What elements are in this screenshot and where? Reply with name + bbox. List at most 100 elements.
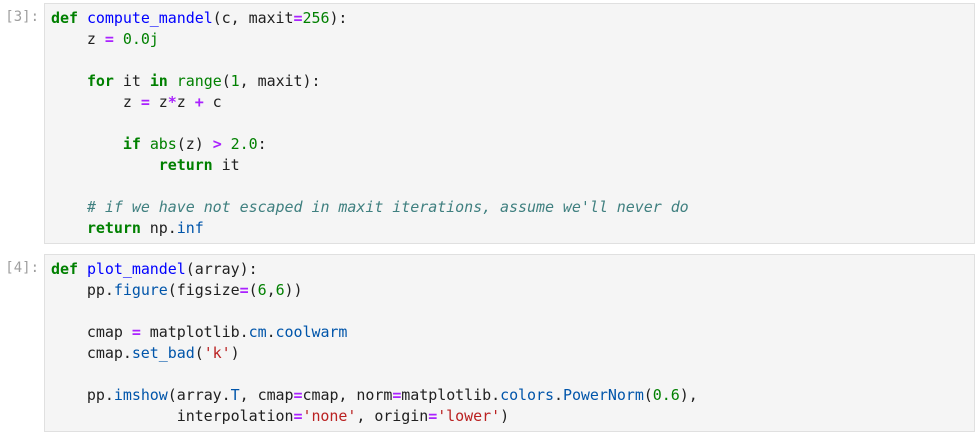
code-text-token bbox=[114, 30, 123, 48]
code-text-token bbox=[141, 135, 150, 153]
code-text-token: . bbox=[553, 386, 563, 404]
code-text-token: ), bbox=[679, 386, 698, 404]
code-text-token: (array. bbox=[167, 386, 231, 404]
code-text-token: z bbox=[51, 30, 105, 48]
code-line: pp.imshow(array.T, cmap=cmap, norm=matpl… bbox=[51, 385, 974, 406]
code-line bbox=[51, 113, 974, 134]
keyword-token: def bbox=[51, 260, 78, 278]
code-line bbox=[51, 50, 974, 71]
execution-prompt: [4]: bbox=[5, 260, 39, 276]
code-text-token: , maxit): bbox=[239, 72, 321, 90]
keyword-token: if bbox=[122, 135, 141, 153]
number-token: 256 bbox=[302, 9, 330, 27]
code-text-token: (z) bbox=[176, 135, 213, 153]
code-text-token: , origin bbox=[356, 407, 429, 425]
number-token: 0.6 bbox=[652, 386, 680, 404]
keyword-token: def bbox=[51, 9, 78, 27]
keyword-token: return bbox=[158, 156, 213, 174]
code-line: z = 0.0j bbox=[51, 29, 974, 50]
number-token: 6 bbox=[275, 281, 285, 299]
code-text-token: )) bbox=[284, 281, 303, 299]
code-text-token: ) bbox=[500, 407, 510, 425]
operator-token: = bbox=[293, 407, 303, 425]
operator-token: = bbox=[428, 407, 438, 425]
code-text-token: z bbox=[176, 93, 195, 111]
code-text-token: (figsize bbox=[167, 281, 240, 299]
code-text-token: cmap. bbox=[51, 344, 132, 362]
code-line: cmap.set_bad('k') bbox=[51, 343, 974, 364]
operator-token: > bbox=[212, 135, 222, 153]
code-editor[interactable]: def plot_mandel(array): pp.figure(figsiz… bbox=[44, 254, 975, 432]
code-text-token bbox=[51, 156, 159, 174]
code-text-token: ( bbox=[194, 344, 204, 362]
operator-token: = bbox=[140, 93, 150, 111]
code-line: z = z*z + c bbox=[51, 92, 974, 113]
builtin-token: range bbox=[176, 72, 222, 90]
code-line bbox=[51, 176, 974, 197]
attribute-token: coolwarm bbox=[275, 323, 348, 341]
code-text-token bbox=[51, 72, 87, 90]
attribute-token: imshow bbox=[113, 386, 168, 404]
code-text-token bbox=[51, 219, 87, 237]
code-text-token bbox=[78, 9, 87, 27]
code-text-token: ( bbox=[643, 386, 653, 404]
attribute-token: set_bad bbox=[131, 344, 195, 362]
operator-token: = bbox=[104, 30, 114, 48]
number-token: 0.0j bbox=[122, 30, 159, 48]
code-text-token: matplotlib. bbox=[140, 323, 249, 341]
string-token: 'none' bbox=[302, 407, 357, 425]
code-text-token bbox=[51, 198, 87, 216]
code-line: if abs(z) > 2.0: bbox=[51, 134, 974, 155]
attribute-token: cm bbox=[248, 323, 267, 341]
code-line: # if we have not escaped in maxit iterat… bbox=[51, 197, 974, 218]
code-text-token: c bbox=[203, 93, 222, 111]
code-text-token: z bbox=[149, 93, 168, 111]
code-text-token: pp. bbox=[51, 281, 114, 299]
code-text-token bbox=[78, 260, 87, 278]
code-text-token bbox=[222, 135, 231, 153]
code-text-token: it bbox=[212, 156, 240, 174]
function-name-token: plot_mandel bbox=[86, 260, 186, 278]
code-line bbox=[51, 364, 974, 385]
operator-token: = bbox=[392, 386, 402, 404]
string-token: 'lower' bbox=[437, 407, 501, 425]
attribute-token: inf bbox=[176, 219, 204, 237]
operator-token: + bbox=[194, 93, 204, 111]
number-token: 6 bbox=[257, 281, 267, 299]
code-text-token bbox=[51, 135, 123, 153]
code-text-token: cmap, norm bbox=[302, 386, 393, 404]
code-line: def compute_mandel(c, maxit=256): bbox=[51, 8, 974, 29]
function-name-token: compute_mandel bbox=[86, 9, 213, 27]
code-text-token: matplotlib. bbox=[401, 386, 501, 404]
keyword-token: in bbox=[149, 72, 168, 90]
code-text-token: ( bbox=[248, 281, 258, 299]
code-text-token: pp. bbox=[51, 386, 114, 404]
code-text-token: , bbox=[266, 281, 276, 299]
code-line: pp.figure(figsize=(6,6)) bbox=[51, 280, 974, 301]
code-text-token: ( bbox=[221, 72, 231, 90]
operator-token: = bbox=[293, 9, 303, 27]
code-text-token: cmap bbox=[51, 323, 132, 341]
code-line: return np.inf bbox=[51, 218, 974, 239]
code-editor[interactable]: def compute_mandel(c, maxit=256): z = 0.… bbox=[44, 3, 975, 244]
code-text-token: ) bbox=[230, 344, 240, 362]
code-text-token: it bbox=[113, 72, 150, 90]
keyword-token: return bbox=[86, 219, 141, 237]
code-text-token: (array): bbox=[185, 260, 258, 278]
code-line: return it bbox=[51, 155, 974, 176]
code-text-token: (c, maxit bbox=[212, 9, 294, 27]
code-line bbox=[51, 301, 974, 322]
code-text-token: : bbox=[257, 135, 267, 153]
operator-token: = bbox=[239, 281, 249, 299]
code-text-token: ): bbox=[329, 9, 348, 27]
code-text-token: z bbox=[51, 93, 141, 111]
code-line: def plot_mandel(array): bbox=[51, 259, 974, 280]
keyword-token: for bbox=[86, 72, 114, 90]
attribute-token: figure bbox=[113, 281, 168, 299]
code-text-token: . bbox=[266, 323, 276, 341]
operator-token: = bbox=[293, 386, 303, 404]
comment-token: # if we have not escaped in maxit iterat… bbox=[86, 198, 689, 216]
code-text-token: np. bbox=[140, 219, 177, 237]
code-line: cmap = matplotlib.cm.coolwarm bbox=[51, 322, 974, 343]
attribute-token: T bbox=[230, 386, 240, 404]
